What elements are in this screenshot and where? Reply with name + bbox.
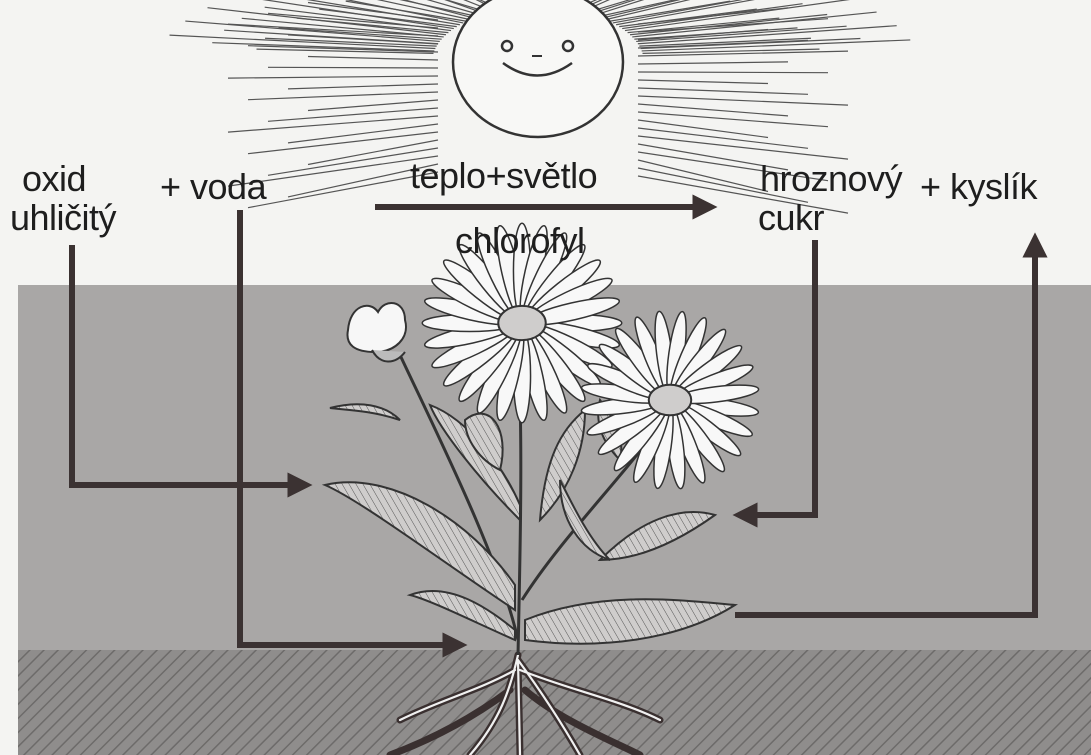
label-glucose-line2: cukr (758, 199, 824, 237)
label-chlorophyll: chlorofyl (455, 222, 585, 260)
label-water: + voda (160, 168, 266, 206)
label-carbon-dioxide-line1: oxid (22, 160, 86, 198)
label-glucose-line1: hroznový (760, 160, 902, 198)
label-heat-light: teplo+světlo (410, 157, 597, 195)
label-carbon-dioxide-line2: uhličitý (10, 199, 116, 237)
soil (18, 650, 1091, 755)
label-oxygen: + kyslík (920, 168, 1037, 206)
